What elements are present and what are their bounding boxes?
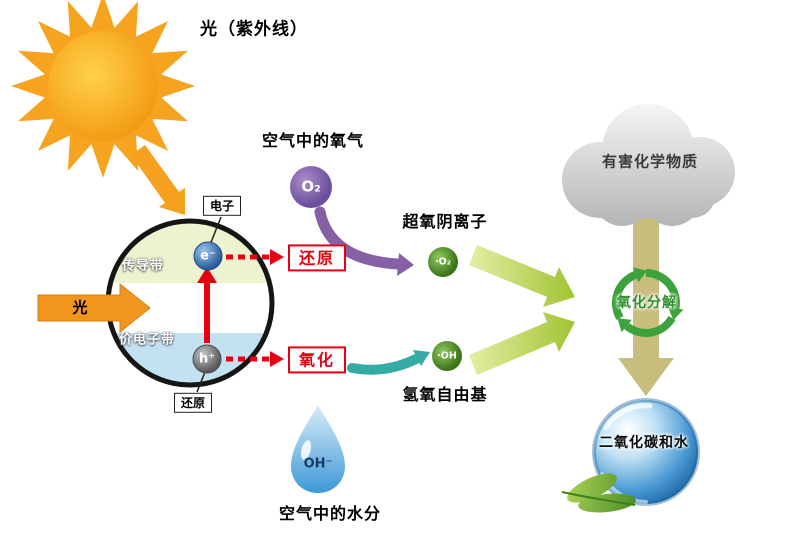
light-arrow-label: 光: [72, 298, 88, 317]
sunlight-arrow: [131, 145, 185, 215]
water-label: 空气中的水分: [278, 504, 382, 523]
title-label: 光（紫外线）: [200, 19, 308, 40]
electron-tag-box: 电子: [202, 195, 242, 217]
superoxide-label: 超氧阴离子: [402, 212, 488, 231]
reduction-box-label: 还原: [298, 248, 336, 268]
electron-tag-label: 电子: [209, 198, 235, 213]
superoxide-symbol: ·O₂: [435, 256, 451, 268]
oxygen-symbol: O₂: [301, 177, 321, 196]
pollutant-label: 有害化学物质: [601, 152, 699, 171]
hole-tag-label: 还原: [180, 395, 206, 410]
water-drop-icon: [291, 405, 345, 493]
hydroxyl-symbol: ·OH: [437, 350, 457, 362]
decomposition-label: 氧化分解: [617, 295, 677, 311]
hydroxyl-icon: [432, 341, 462, 371]
water-ion-symbol: OH⁻: [303, 456, 333, 472]
to-decomposition-arrows: [469, 245, 575, 375]
sun-icon: [11, 0, 195, 178]
oxidation-box-label: 氧化: [298, 350, 336, 370]
valence-band-label: 价电子带: [118, 332, 176, 348]
oxygen-molecule-icon: [290, 166, 332, 208]
water-to-hydroxyl-arrow: [347, 350, 430, 375]
recycle-icon: [612, 267, 684, 338]
superoxide-icon: [428, 247, 458, 277]
conduction-band-label: 传导带: [121, 258, 165, 274]
hole-symbol: h⁺: [198, 351, 216, 367]
hole-tag-box: 还原: [173, 392, 213, 414]
product-label: 二氧化碳和水: [599, 435, 689, 451]
reduction-box: 还原: [287, 244, 347, 272]
electron-symbol: e⁻: [200, 248, 216, 264]
oxygen-label: 空气中的氧气: [261, 131, 365, 150]
oxidation-dashed-arrow: [226, 351, 284, 367]
electron-icon: [193, 241, 223, 271]
hydroxyl-label: 氢氧自由基: [402, 385, 488, 404]
reduction-dashed-arrow: [226, 249, 284, 265]
excitation-arrow: [197, 267, 217, 343]
pollutant-cloud-icon: [562, 104, 735, 226]
tag-connector-lines: [196, 216, 222, 393]
oxidation-box: 氧化: [287, 346, 347, 374]
light-arrow: [37, 282, 151, 334]
decomposition-down-arrow: [618, 200, 674, 396]
leaf-icon: [561, 473, 636, 513]
hole-icon: [192, 344, 222, 374]
